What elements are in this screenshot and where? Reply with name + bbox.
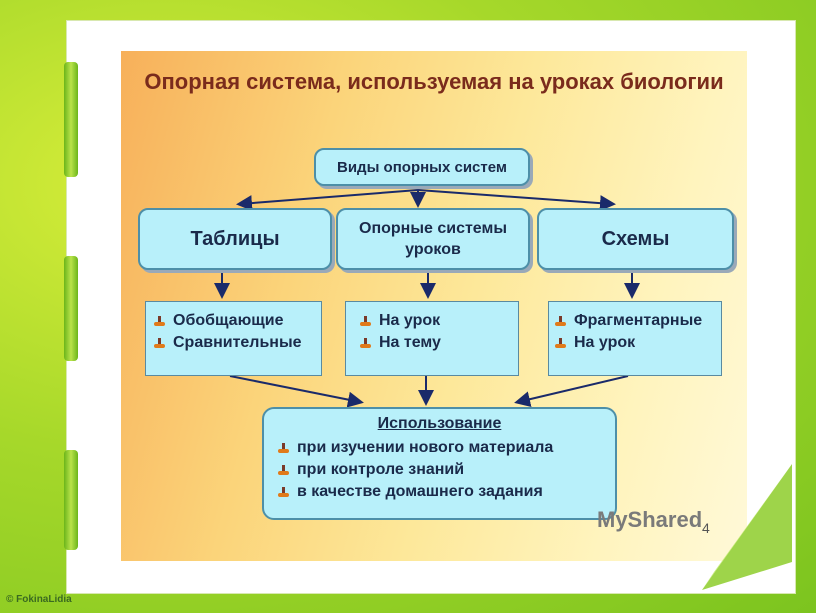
bullet-icon <box>278 442 289 454</box>
bullet-icon <box>555 315 566 327</box>
binder-tab <box>64 256 78 361</box>
list-item: На тему <box>360 332 510 354</box>
list-item-label: Сравнительные <box>173 334 302 351</box>
binder-tab <box>64 450 78 550</box>
usage-box: Использование при изучении нового матери… <box>262 407 617 520</box>
subtype-box-tables: Обобщающие Сравнительные <box>145 301 322 376</box>
list-item-label: На тему <box>379 334 441 351</box>
slide-title: Опорная система, используемая на уроках … <box>144 69 724 94</box>
list-item-label: при контроле знаний <box>297 461 465 478</box>
bullet-icon <box>154 315 165 327</box>
slide-number: 4 <box>702 520 710 536</box>
list-item: Фрагментарные <box>555 310 713 332</box>
top-box: Виды опорных систем <box>314 148 530 186</box>
bullet-icon <box>360 337 371 349</box>
list-item-label: при изучении нового материала <box>297 439 554 456</box>
list-item-label: Обобщающие <box>173 312 284 329</box>
arrow <box>236 189 419 212</box>
list-item-label: На урок <box>379 312 441 329</box>
list-item-label: Фрагментарные <box>574 312 703 329</box>
arrow <box>514 375 629 408</box>
list-item: На урок <box>555 332 713 354</box>
list-item: в качестве домашнего задания <box>278 481 601 503</box>
list-item: при контроле знаний <box>278 459 601 481</box>
bullet-icon <box>154 337 165 349</box>
category-box-schemes: Схемы <box>537 208 734 270</box>
arrow <box>417 189 616 212</box>
subtype-box-schemes: Фрагментарные На урок <box>548 301 722 376</box>
bullet-icon <box>278 464 289 476</box>
category-box-lesson-systems: Опорные системы уроков <box>336 208 530 270</box>
bullet-icon <box>555 337 566 349</box>
list-item: Сравнительные <box>154 332 313 354</box>
list-item-label: На урок <box>574 334 636 351</box>
subtype-box-lesson-systems: На урок На тему <box>345 301 519 376</box>
arrow <box>229 375 364 408</box>
category-box-tables: Таблицы <box>138 208 332 270</box>
usage-heading: Использование <box>377 415 502 432</box>
bullet-icon <box>278 486 289 498</box>
list-item-label: в качестве домашнего задания <box>297 483 543 500</box>
list-item: На урок <box>360 310 510 332</box>
bullet-icon <box>360 315 371 327</box>
list-item: при изучении нового материала <box>278 437 601 459</box>
binder-tab <box>64 62 78 177</box>
page-curl-decoration <box>702 464 792 590</box>
list-item: Обобщающие <box>154 310 313 332</box>
copyright: © FokinaLidia <box>6 594 72 605</box>
watermark: MyShared <box>597 507 703 532</box>
